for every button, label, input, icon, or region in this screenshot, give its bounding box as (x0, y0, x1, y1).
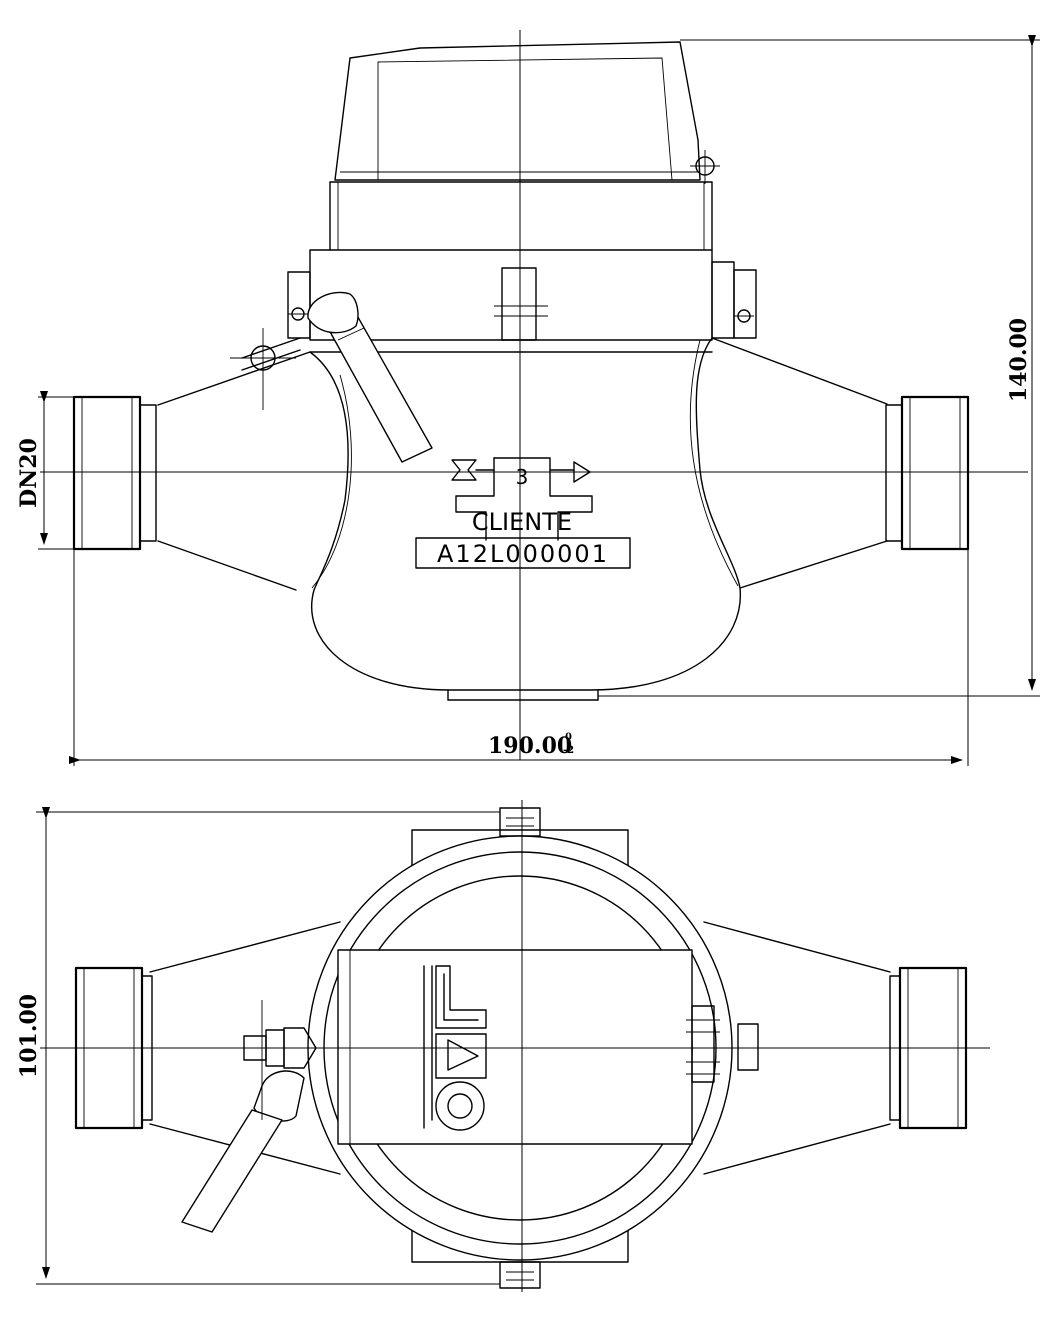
register-ring (287, 249, 757, 341)
brand-logo-icon (423, 965, 487, 1131)
top-view (40, 800, 990, 1292)
right-connector (885, 395, 970, 551)
flow-plate (415, 457, 631, 569)
top-valve-handle (181, 1000, 317, 1233)
front-view: 3 CLIENTE A12L000001 (40, 30, 1028, 760)
left-connector (72, 395, 157, 551)
meter-body-inner (311, 339, 739, 589)
front-dimensions (38, 35, 1040, 766)
length-tol-lower: -2 (563, 745, 574, 756)
flow-number: 3 (516, 465, 529, 489)
nominal-diameter: DN20 (16, 438, 42, 508)
width-dimension: 101.00 (16, 994, 42, 1078)
top-dimensions (36, 807, 500, 1285)
height-dimension: 140.00 (1006, 318, 1032, 402)
serial-plate (415, 537, 631, 569)
valve-handle (230, 291, 433, 463)
meter-body-outline (157, 337, 888, 691)
customer-label: CLIENTE (472, 508, 572, 536)
register-box (337, 949, 693, 1145)
length-dimension: 190.00 (488, 733, 572, 759)
register-lid (334, 41, 701, 181)
register-housing (329, 41, 720, 251)
length-tol-upper: 0 (565, 732, 572, 743)
serial-number: A12L000001 (437, 540, 609, 568)
